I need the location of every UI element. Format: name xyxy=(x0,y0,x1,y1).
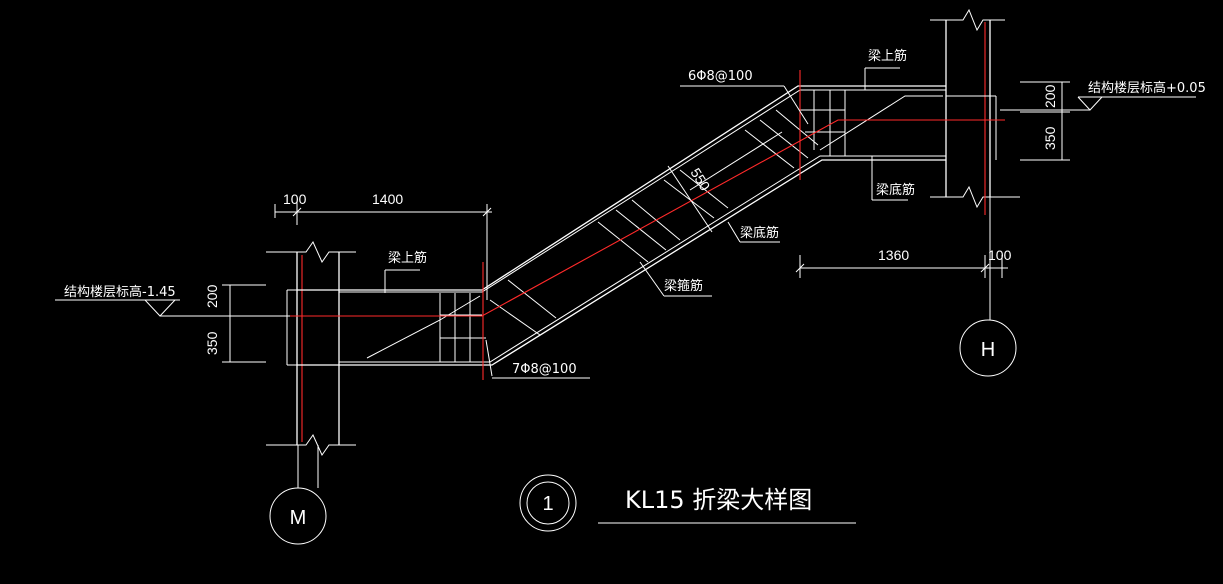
label-bottom-bar-right: 梁底筋 xyxy=(876,182,915,198)
dim-left-350: 350 xyxy=(204,331,220,355)
dim-right-200: 200 xyxy=(1042,84,1058,108)
elevation-left-text: 结构楼层标高-1.45 xyxy=(64,284,176,300)
right-column xyxy=(930,8,1020,320)
elevation-left: 结构楼层标高-1.45 xyxy=(55,284,290,317)
drawing-title: KL15 折梁大样图 xyxy=(625,486,812,514)
label-waist-bar: 梁箍筋 xyxy=(664,278,703,294)
detail-number: 1 xyxy=(542,493,553,515)
dim-right-1360: 1360 xyxy=(878,247,909,263)
dim-left-200: 200 xyxy=(204,284,220,308)
axis-label-m: M xyxy=(290,507,307,529)
dim-right-350: 350 xyxy=(1042,126,1058,150)
elevation-right: 结构楼层标高+0.05 xyxy=(1000,80,1206,111)
elevation-right-text: 结构楼层标高+0.05 xyxy=(1088,80,1206,96)
dim-left-100: 100 xyxy=(283,191,307,207)
title-block: 1 KL15 折梁大样图 xyxy=(519,474,856,532)
dim-left-1400: 1400 xyxy=(372,191,403,207)
label-top-bar-left: 梁上筋 xyxy=(388,250,427,266)
center-lines xyxy=(270,70,1005,380)
label-bottom-bar-slope: 梁底筋 xyxy=(740,225,779,241)
label-stirrup-right: 6Φ8@100 xyxy=(688,69,753,84)
beam-outline xyxy=(286,85,946,366)
left-dimensions: 100 1400 200 350 xyxy=(204,191,492,363)
axis-bubble-h: H xyxy=(959,319,1017,377)
axis-label-h: H xyxy=(981,339,995,361)
label-top-bar-right: 梁上筋 xyxy=(868,48,907,64)
left-column xyxy=(266,240,356,488)
reinforcement xyxy=(366,90,997,362)
label-stirrup-left: 7Φ8@100 xyxy=(512,362,577,377)
dim-right-100: 100 xyxy=(988,247,1012,263)
rebar-labels: 梁上筋 梁上筋 梁底筋 梁底筋 梁箍筋 7Φ8@100 6Φ8@100 xyxy=(384,48,915,379)
axis-bubble-m: M xyxy=(269,445,327,545)
